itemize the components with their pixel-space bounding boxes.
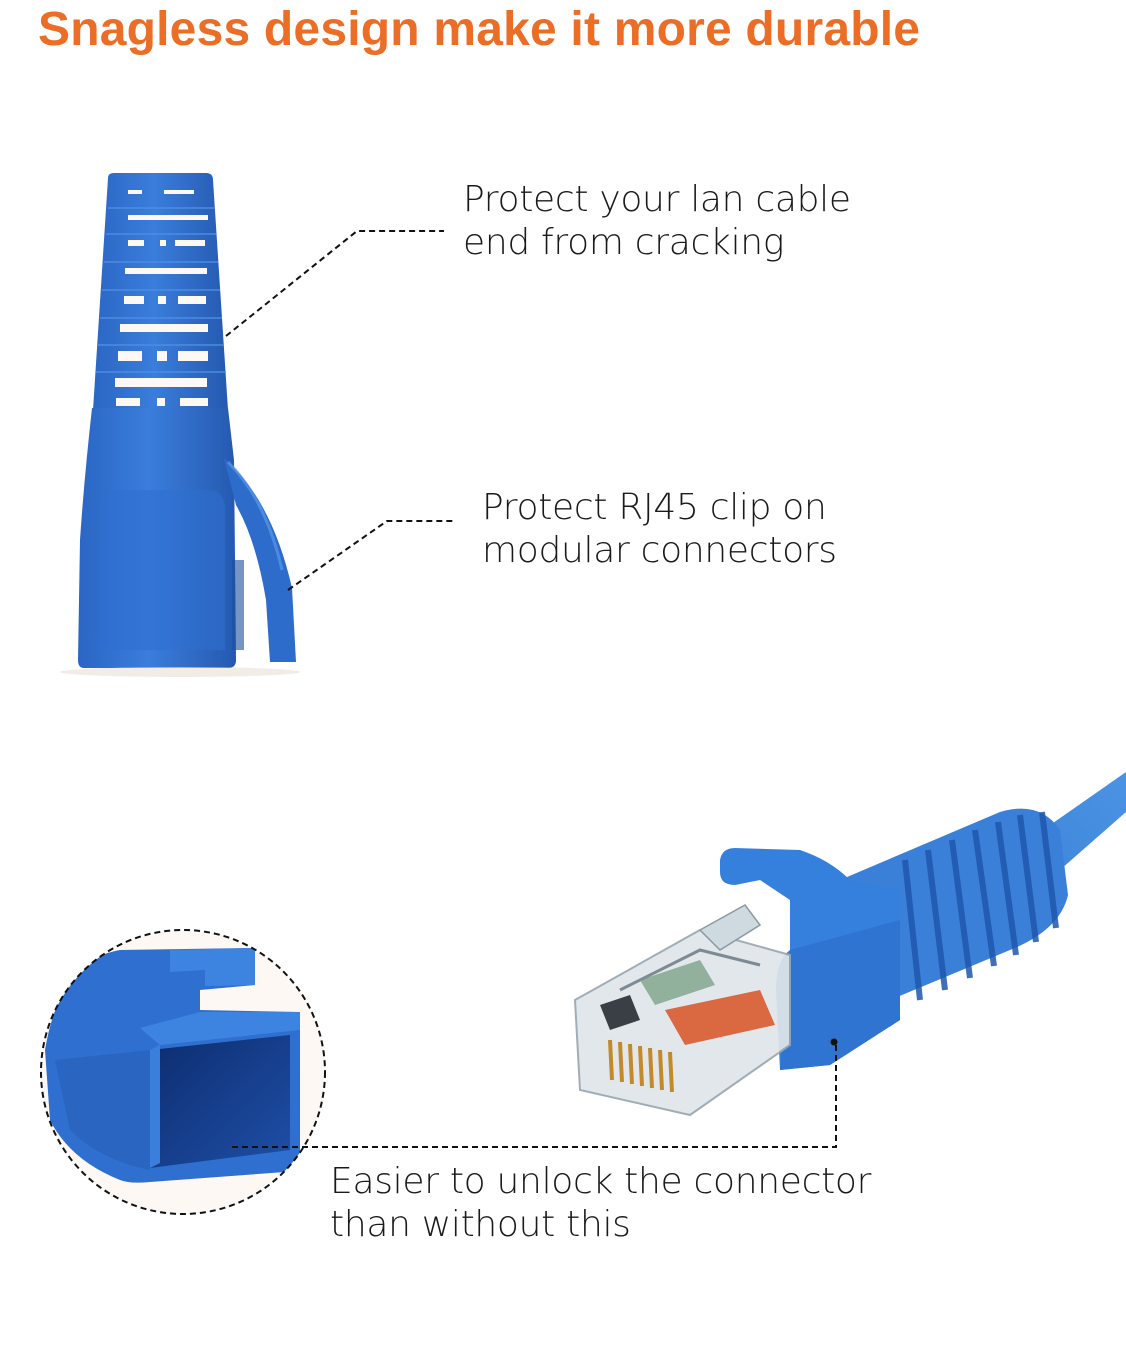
boot-ribbed-tower bbox=[93, 173, 228, 410]
cable-illustration bbox=[573, 772, 1126, 1117]
callout-anchor-dot bbox=[830, 1038, 838, 1046]
callout-rj45-clip: Protect RJ45 clip on modular connectors bbox=[482, 486, 837, 572]
callout-leader-lines-top bbox=[225, 230, 455, 591]
callout-cable-end-line2: end from cracking bbox=[463, 222, 785, 263]
boot-magnified-inset bbox=[40, 929, 326, 1215]
callout-unlock-line1: Easier to unlock the connector bbox=[330, 1161, 872, 1202]
callout-leader-line-bottom bbox=[232, 1045, 837, 1148]
boot-body bbox=[60, 408, 300, 677]
callout-unlock: Easier to unlock the connector than with… bbox=[330, 1160, 871, 1246]
callout-unlock-line2: than without this bbox=[330, 1204, 631, 1245]
page-title: Snagless design make it more durable bbox=[38, 3, 921, 56]
callout-rj45-clip-line2: modular connectors bbox=[482, 530, 837, 571]
callout-cable-end: Protect your lan cable end from cracking bbox=[463, 178, 851, 264]
callout-cable-end-line1: Protect your lan cable bbox=[463, 179, 851, 220]
callout-rj45-clip-line1: Protect RJ45 clip on bbox=[482, 487, 827, 528]
